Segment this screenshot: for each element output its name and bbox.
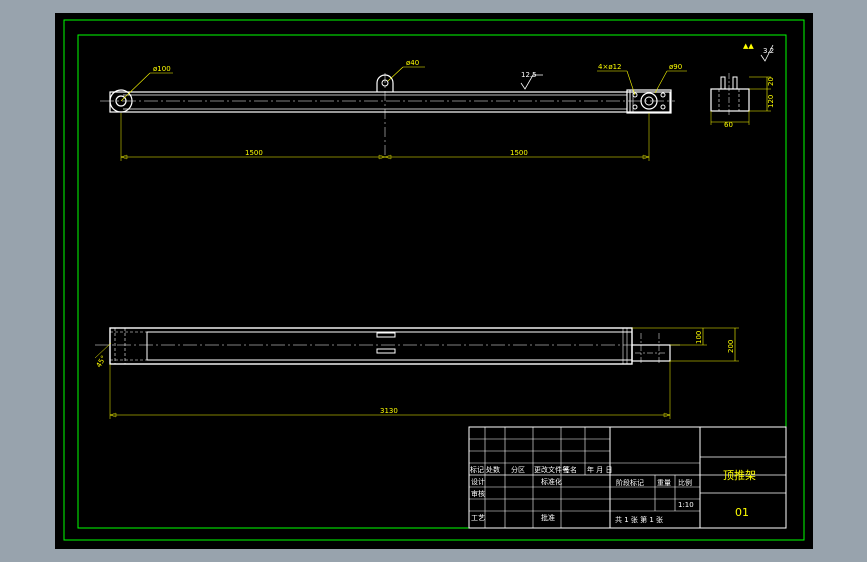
tb-drawing-no: 01 bbox=[735, 506, 749, 519]
dia-right-label: ø90 bbox=[669, 63, 682, 71]
tb-mark: 标记 bbox=[470, 465, 484, 474]
side-d1-label: 20 bbox=[767, 77, 775, 86]
side-d2-label: 120 bbox=[767, 95, 775, 108]
tb-zone: 分区 bbox=[511, 465, 525, 474]
tb-approve: 批准 bbox=[541, 513, 555, 522]
front-inner bbox=[146, 331, 633, 361]
tb-count: 处数 bbox=[486, 465, 500, 474]
len-right-label: 1500 bbox=[510, 149, 528, 157]
dia-mid-label: ø40 bbox=[406, 59, 419, 67]
front-body bbox=[109, 327, 633, 365]
top-view: ø100 ø40 12.5 4×ø12 ø90 1500 1500 bbox=[100, 59, 687, 161]
side-view: 20 120 60 ▲▲ 3.2 bbox=[710, 42, 775, 129]
front-h2-label: 200 bbox=[727, 340, 735, 353]
right-hole-main-inner bbox=[644, 96, 654, 106]
dia-left-label: ø100 bbox=[153, 65, 171, 73]
right-small-hole-3 bbox=[660, 92, 666, 98]
tb-check: 审核 bbox=[471, 489, 485, 498]
right-hole-main bbox=[640, 92, 658, 110]
len-left-label: 1500 bbox=[245, 149, 263, 157]
side-d3-label: 60 bbox=[724, 121, 733, 129]
total-length-label: 3130 bbox=[380, 407, 398, 415]
left-eye-outer bbox=[109, 89, 133, 113]
front-h1-label: 100 bbox=[695, 331, 703, 344]
corner-roughness-label: 3.2 bbox=[763, 47, 774, 55]
outer-border bbox=[63, 19, 805, 541]
tb-process: 工艺 bbox=[471, 514, 485, 522]
left-eye-inner bbox=[115, 95, 127, 107]
tb-ratio: 比例 bbox=[678, 478, 692, 487]
right-small-hole-2 bbox=[632, 104, 638, 110]
svg-text:▲▲: ▲▲ bbox=[743, 42, 754, 50]
roughness-symbol bbox=[520, 74, 543, 90]
tb-stage-mark: 阶段标记 bbox=[616, 478, 644, 487]
tb-date: 年 月 日 bbox=[587, 465, 612, 474]
holes-label: 4×ø12 bbox=[598, 63, 622, 71]
roughness-label: 12.5 bbox=[521, 71, 537, 79]
drawing-svg: ø100 ø40 12.5 4×ø12 ø90 1500 1500 bbox=[63, 19, 805, 541]
tb-design: 设计 bbox=[471, 477, 485, 486]
inner-border bbox=[77, 34, 787, 529]
tb-sign: 签名 bbox=[563, 465, 577, 474]
front-view: 100 200 45° 3130 bbox=[95, 327, 739, 419]
front-end-lug bbox=[631, 344, 671, 362]
tb-scale: 1:10 bbox=[678, 501, 694, 509]
tb-std: 标准化 bbox=[541, 477, 562, 486]
side-body bbox=[710, 88, 750, 112]
tb-weight: 重量 bbox=[657, 479, 671, 487]
drawing-canvas[interactable]: ø100 ø40 12.5 4×ø12 ø90 1500 1500 bbox=[55, 13, 813, 549]
tb-drawing-name: 顶推架 bbox=[723, 468, 756, 482]
right-small-hole-4 bbox=[660, 104, 666, 110]
tb-sheets: 共 1 张 第 1 张 bbox=[615, 515, 663, 524]
tb-change: 更改文件号 bbox=[534, 465, 569, 474]
title-block: 标记 处数 分区 更改文件号 签名 年 月 日 设计 审核 工艺 标准化 批准 … bbox=[468, 426, 787, 529]
